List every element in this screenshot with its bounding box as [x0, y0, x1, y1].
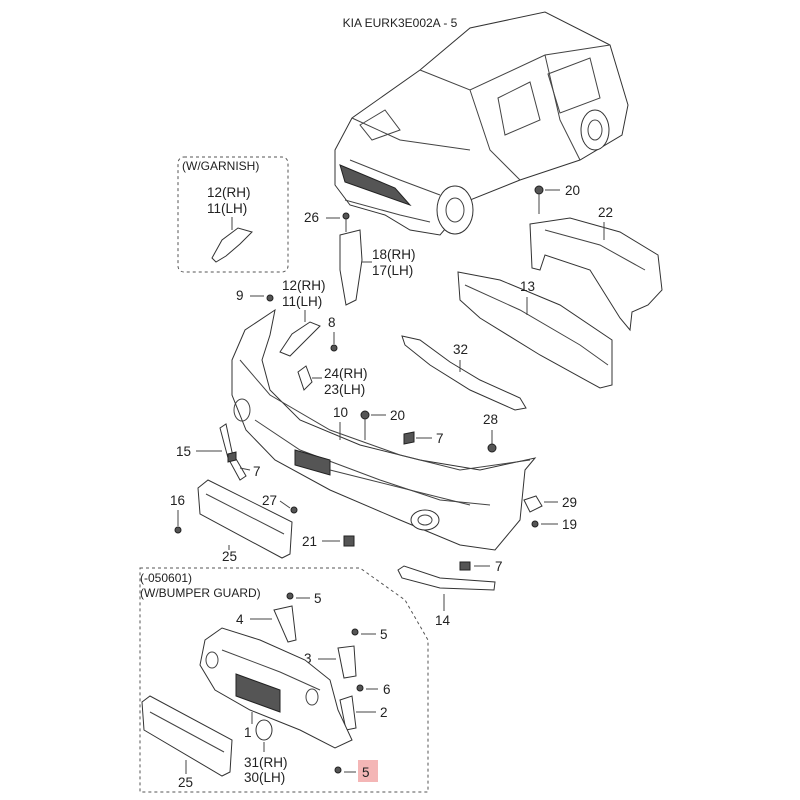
bumper-cover-10: [231, 308, 537, 551]
callout-18-rh: 18(RH): [372, 247, 416, 262]
callout-17-lh: 17(LH): [372, 263, 413, 278]
clip-7-a: [403, 431, 415, 445]
callout-22: 22: [598, 205, 613, 220]
clip-21: [343, 535, 355, 547]
callout-12-rh: 12(RH): [282, 278, 326, 293]
callout-12-rh-garnish: 12(RH): [207, 185, 251, 200]
callout-7-a: 7: [436, 431, 444, 446]
garnish-strip-14: [397, 565, 496, 591]
callout-6: 6: [383, 682, 391, 697]
diagram-title: KIA EURK3E002A - 5: [343, 16, 458, 30]
clip-9: [266, 294, 274, 302]
bolt-5-a: [286, 592, 294, 600]
callout-23-lh: 23(LH): [324, 382, 365, 397]
clip-8: [330, 344, 338, 352]
cap-31-30: [255, 719, 273, 741]
guard-box-label-date: (-050601): [140, 571, 192, 585]
bolt-5-highlighted: [334, 766, 342, 774]
garnish-32: [401, 335, 527, 411]
callout-24-rh: 24(RH): [324, 366, 368, 381]
license-plate-bracket-25-bottom: [141, 695, 233, 777]
callout-31-rh: 31(RH): [244, 755, 288, 770]
clip-29: [523, 495, 543, 513]
callout-26: 26: [304, 210, 319, 225]
side-bracket-18-17: [339, 229, 363, 306]
callout-27: 27: [262, 493, 277, 508]
callout-19: 19: [562, 517, 577, 532]
callout-7-c: 7: [495, 559, 503, 574]
bumper-beam-13: [457, 271, 613, 389]
bolt-5-b: [351, 628, 359, 636]
bumper-guard-1: [199, 627, 353, 749]
clip-7-c: [459, 561, 471, 571]
callout-8: 8: [328, 315, 336, 330]
callout-5-highlighted: 5: [362, 765, 370, 780]
callout-13: 13: [520, 279, 535, 294]
callout-5-b: 5: [380, 627, 388, 642]
guard-bracket-3: [337, 645, 357, 679]
clip-7-b: [227, 451, 237, 463]
callout-15: 15: [176, 444, 191, 459]
callout-11-lh: 11(LH): [282, 294, 322, 309]
guard-bracket-2: [339, 695, 357, 731]
callout-30-lh: 30(LH): [244, 770, 285, 785]
clip-28: [487, 443, 497, 453]
clip-20-top: [534, 185, 544, 195]
energy-absorber-22: [529, 217, 663, 332]
callout-10: 10: [333, 405, 348, 420]
callout-25-bottom: 25: [178, 775, 193, 790]
callout-32: 32: [453, 342, 468, 357]
callout-25-top: 25: [222, 549, 237, 564]
screw-16: [174, 526, 182, 534]
callout-9: 9: [236, 288, 244, 303]
callout-20-top: 20: [565, 183, 580, 198]
license-plate-bracket-25-top: [197, 479, 293, 559]
guard-bracket-4: [273, 605, 297, 643]
callout-5-a: 5: [314, 591, 322, 606]
garnish-box: [177, 156, 289, 273]
screw-27: [290, 506, 298, 514]
callout-20-mid: 20: [390, 408, 405, 423]
callout-1: 1: [244, 725, 252, 740]
bracket-12-11: [279, 321, 321, 357]
callout-28: 28: [483, 412, 498, 427]
bracket-24-23: [297, 365, 313, 391]
callout-16: 16: [170, 493, 185, 508]
garnish-box-label: (W/GARNISH): [182, 159, 259, 173]
callout-4: 4: [236, 612, 244, 627]
clip-20-mid: [360, 410, 370, 420]
nut-6: [356, 684, 364, 692]
callout-2: 2: [380, 705, 388, 720]
callout-11-lh-garnish: 11(LH): [207, 201, 247, 216]
garnish-strip-15: [219, 423, 247, 481]
screw-19: [531, 520, 539, 528]
callout-14: 14: [435, 613, 451, 628]
vehicle-illustration: [334, 11, 629, 236]
guard-box-label-type: (W/BUMPER GUARD): [140, 586, 261, 600]
highlight-marker: [358, 760, 378, 782]
callout-29: 29: [562, 495, 577, 510]
callout-21: 21: [302, 534, 317, 549]
callout-7-b: 7: [253, 464, 261, 479]
garnish-bracket: [211, 227, 253, 263]
callout-3: 3: [304, 651, 312, 666]
